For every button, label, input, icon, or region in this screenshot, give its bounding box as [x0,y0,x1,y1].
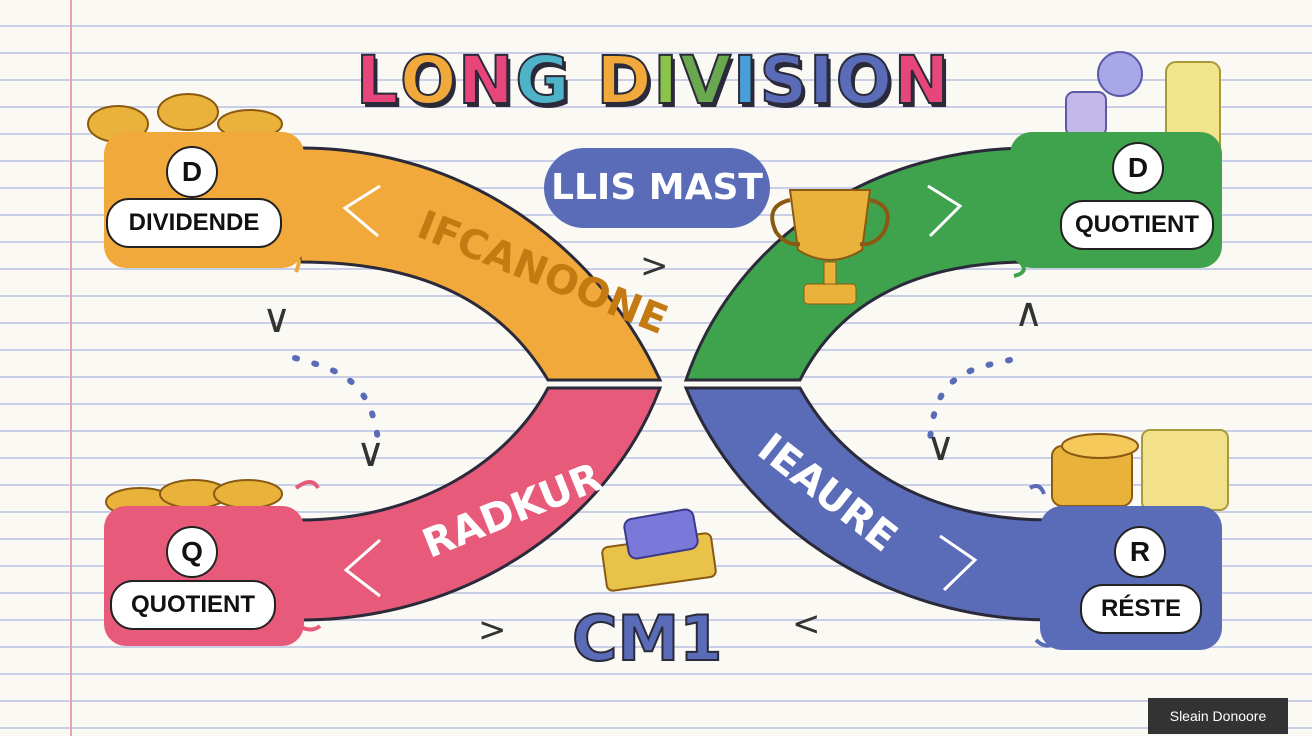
arrow-chevron-icon [927,184,963,238]
chevron-right-icon: > [640,246,669,286]
title-letter: L [355,41,401,120]
arc-top-right [683,146,1032,382]
center-pill: LLIS MAST [544,148,770,228]
cash-icon [601,508,717,592]
arc-bottom-right [683,386,1052,622]
number-blocks-icon [1141,429,1229,511]
title-letter: I [808,41,836,120]
decorative-swirl [294,480,320,490]
title-letter: I [652,41,680,120]
title-letter: S [759,41,810,120]
chevron-down-icon: ∨ [356,430,386,476]
arc-top-left [298,146,663,382]
chevron-up-icon: ∧ [1014,290,1044,336]
node-letter-top-right: D [1112,142,1164,194]
node-letter-top-left: D [166,146,218,198]
watermark: Sleain Donoore [1148,698,1288,734]
title-letter: V [679,41,734,120]
chevron-down-icon: ∨ [926,424,956,470]
node-label-bottom-right: RÉSTE [1080,584,1202,634]
trophy-icon [770,189,890,305]
chevron-left-icon: < [792,604,821,644]
node-letter-bottom-right: R [1114,526,1166,578]
title-letter [572,42,597,119]
dotted-connector-right [927,357,1013,443]
arrow-chevron-icon [342,184,381,238]
margin-line [70,0,72,736]
title-letter: O [835,41,894,120]
node-label-top-right: QUOTIENT [1060,200,1214,250]
arc-bottom-left [298,386,663,622]
chevron-right-icon: > [478,610,507,650]
title-letter: G [514,41,572,120]
coin-stack-icon [1051,433,1139,507]
node-letter-bottom-left: Q [166,526,218,578]
node-label-top-left: DIVIDENDE [106,198,282,248]
arrow-chevron-icon [343,538,381,598]
title-letter: I [732,41,760,120]
node-label-bottom-left: QUOTIENT [110,580,276,630]
page-title: LONG DIVISION [355,41,956,122]
arrow-chevron-icon [939,534,978,592]
title-letter: O [399,41,459,120]
decorative-swirl [1028,484,1046,495]
chevron-down-icon: ∨ [262,296,292,342]
title-letter: N [457,41,516,120]
title-letter: N [893,41,952,120]
footer-label: CM1 [571,601,723,676]
title-letter: D [596,41,654,120]
dotted-connector-left [292,355,381,443]
